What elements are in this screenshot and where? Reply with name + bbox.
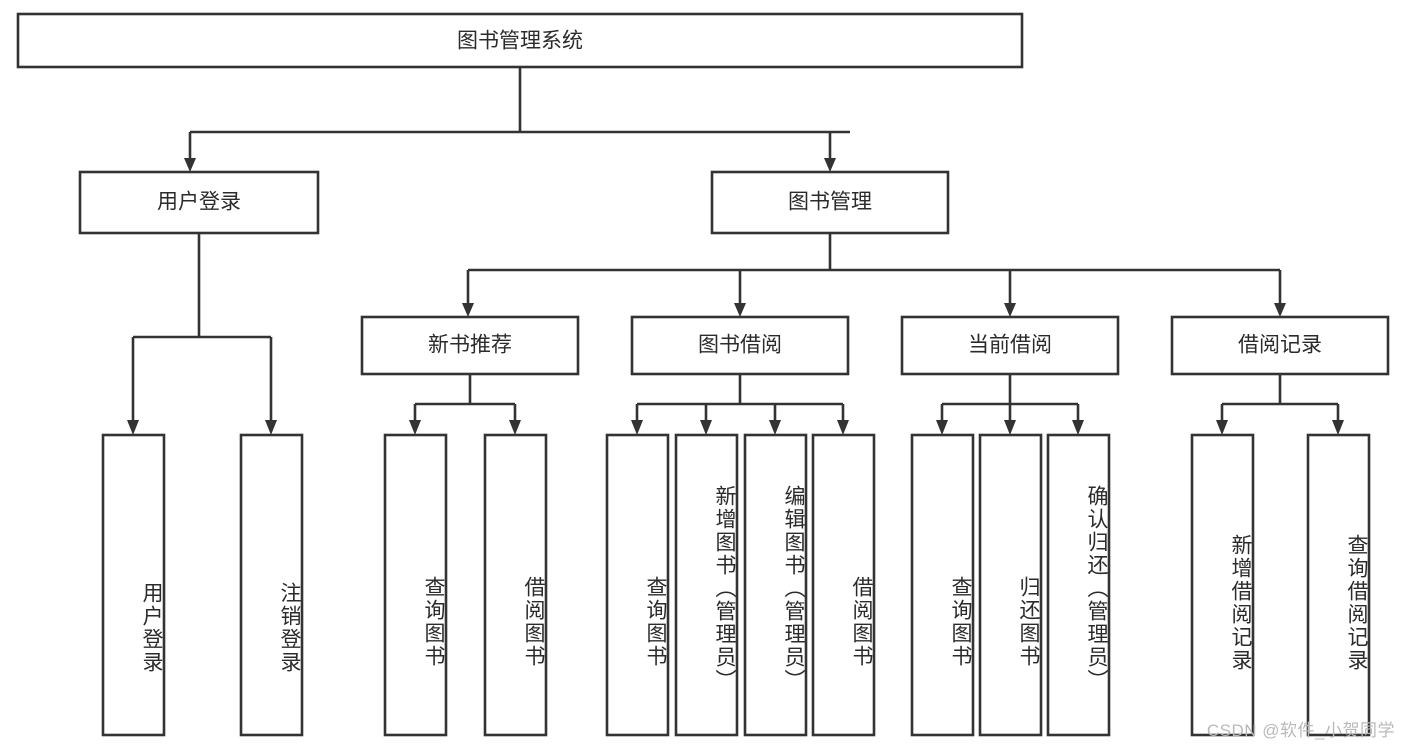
arrow-head-icon bbox=[1004, 420, 1016, 435]
arrow-head-icon bbox=[462, 303, 474, 317]
arrow-head-icon bbox=[127, 420, 139, 435]
node-book-borrow[interactable]: 图书借阅 bbox=[630, 315, 850, 376]
arrow-head-icon bbox=[409, 420, 421, 435]
arrow-head-icon bbox=[837, 420, 849, 435]
node-leaf-add-book[interactable] bbox=[674, 433, 739, 737]
connector-currentborrow-to-leaves bbox=[936, 374, 1084, 435]
connector-bookborrow-to-leaves bbox=[631, 374, 849, 435]
node-user-login[interactable]: 用户登录 bbox=[78, 170, 320, 235]
watermark-text: CSDN @软件_小贺同学 bbox=[1206, 721, 1395, 740]
node-root-label: 图书管理系统 bbox=[457, 30, 583, 53]
node-leaf-logout[interactable] bbox=[239, 433, 304, 737]
arrow-head-icon bbox=[936, 420, 948, 435]
node-leaf-borrow-book-2[interactable] bbox=[811, 433, 876, 737]
node-new-book-recommend-label: 新书推荐 bbox=[428, 334, 512, 357]
connector-root-to-level2 bbox=[184, 67, 850, 172]
node-leaf-query-record[interactable] bbox=[1306, 433, 1371, 737]
arrow-head-icon bbox=[509, 420, 521, 435]
arrow-head-icon bbox=[1072, 420, 1084, 435]
node-borrow-record[interactable]: 借阅记录 bbox=[1170, 315, 1390, 376]
arrow-head-icon bbox=[734, 303, 746, 317]
arrow-head-icon bbox=[631, 420, 643, 435]
node-book-management-label: 图书管理 bbox=[788, 191, 872, 214]
arrow-head-icon bbox=[824, 158, 836, 172]
node-leaf-return-book[interactable] bbox=[978, 433, 1043, 737]
connector-borrowrecord-to-leaves bbox=[1216, 374, 1344, 435]
connector-userlogin-to-leaves bbox=[127, 233, 277, 435]
arrow-head-icon bbox=[1332, 420, 1344, 435]
node-leaf-query-book-1[interactable] bbox=[383, 433, 448, 737]
node-leaf-confirm-return[interactable] bbox=[1046, 433, 1111, 737]
node-new-book-recommend[interactable]: 新书推荐 bbox=[360, 315, 580, 376]
node-root[interactable]: 图书管理系统 bbox=[16, 12, 1024, 69]
node-leaf-borrow-book-1[interactable] bbox=[483, 433, 548, 737]
node-book-borrow-label: 图书借阅 bbox=[698, 334, 782, 357]
node-current-borrow-label: 当前借阅 bbox=[968, 334, 1052, 357]
arrow-head-icon bbox=[700, 420, 712, 435]
node-leaf-user-login[interactable] bbox=[101, 433, 166, 737]
connector-bookmgmt-to-level3 bbox=[462, 233, 1286, 317]
node-current-borrow[interactable]: 当前借阅 bbox=[900, 315, 1120, 376]
arrow-head-icon bbox=[265, 420, 277, 435]
arrow-head-icon bbox=[769, 420, 781, 435]
connector-newbook-to-leaves bbox=[409, 374, 521, 435]
arrow-head-icon bbox=[1274, 303, 1286, 317]
node-user-login-label: 用户登录 bbox=[157, 191, 241, 214]
arrow-head-icon bbox=[1004, 303, 1016, 317]
node-leaf-query-book-3[interactable] bbox=[910, 433, 975, 737]
node-book-management[interactable]: 图书管理 bbox=[710, 170, 950, 235]
arrow-head-icon bbox=[1216, 420, 1228, 435]
node-borrow-record-label: 借阅记录 bbox=[1238, 334, 1322, 357]
node-leaf-add-record[interactable] bbox=[1190, 433, 1255, 737]
node-leaf-edit-book[interactable] bbox=[743, 433, 808, 737]
arrow-head-icon bbox=[184, 158, 196, 172]
node-leaf-query-book-2[interactable] bbox=[605, 433, 670, 737]
